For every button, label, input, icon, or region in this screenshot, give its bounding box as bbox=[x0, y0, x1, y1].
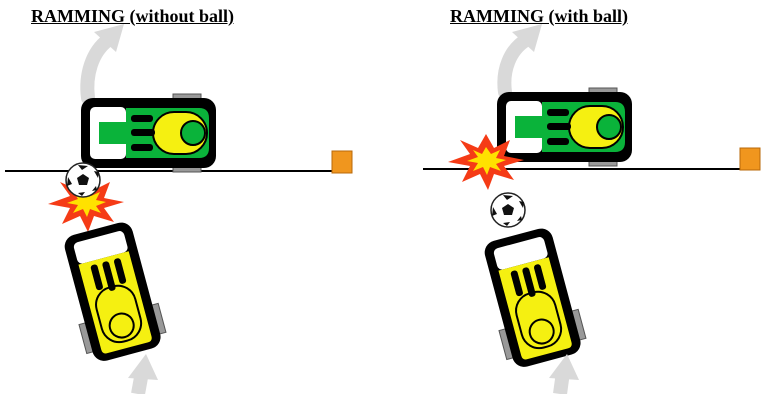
motion-arrow-head-icon bbox=[128, 354, 158, 380]
goal-marker-icon bbox=[332, 151, 352, 173]
defender-robot bbox=[81, 94, 216, 172]
panel-without-ball bbox=[5, 24, 352, 394]
attacker-robot bbox=[56, 218, 169, 365]
panel-with-ball bbox=[423, 24, 760, 394]
defender-robot bbox=[497, 88, 632, 166]
goal-marker-icon bbox=[740, 148, 760, 170]
soccer-ball-icon bbox=[491, 193, 525, 227]
soccer-ball-icon bbox=[66, 163, 100, 197]
motion-arrow-icon bbox=[87, 40, 108, 98]
motion-arrow-icon bbox=[504, 40, 526, 92]
attacker-robot bbox=[476, 224, 589, 371]
